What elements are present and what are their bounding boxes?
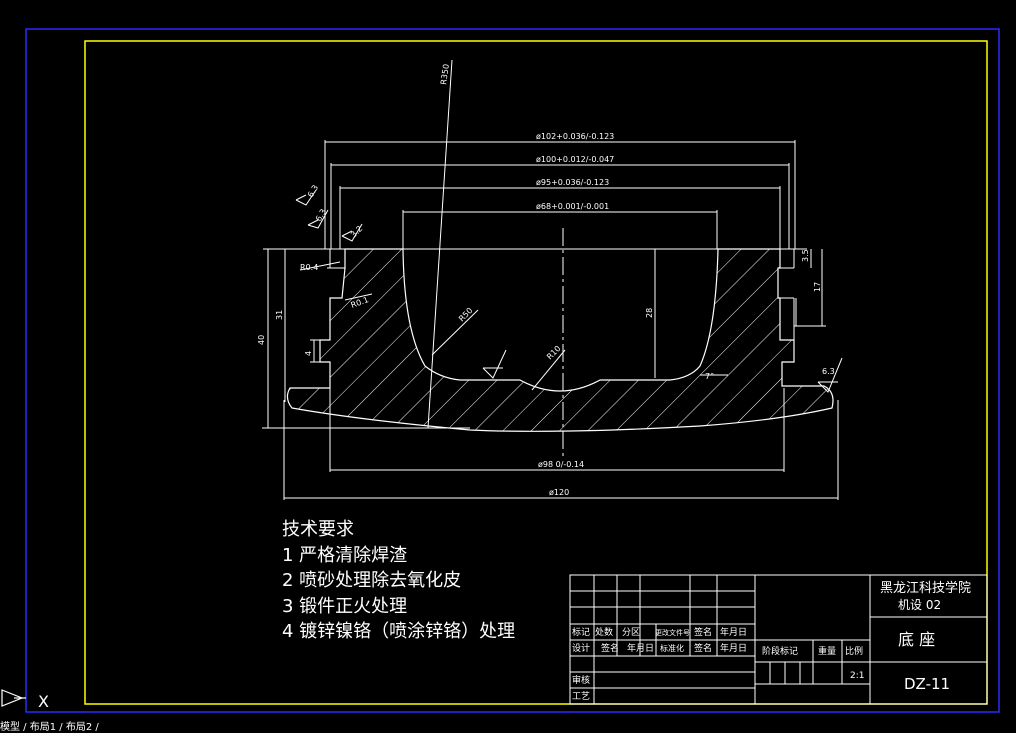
dim-d102: ø102+0.036/-0.123: [536, 132, 614, 141]
title-block-text: 黑龙江科技学院 机设 02 底 座 DZ-11 2:1 阶段标记 重量 比例 标…: [572, 580, 971, 702]
layout-tabs[interactable]: 模型 / 布局1 / 布局2 /: [0, 722, 99, 733]
ucs-icon[interactable]: [1, 689, 26, 707]
row2-col6: 年月日: [720, 642, 747, 654]
dim-r350: R350: [439, 63, 451, 85]
row1-col3: 分区: [622, 627, 640, 638]
row2-col1: 设计: [572, 642, 590, 654]
rough-label-c: 3.2: [349, 224, 364, 239]
row2-col5: 签名: [694, 642, 712, 654]
row1-col1: 标记: [572, 626, 590, 638]
dim-angle7: 7°: [705, 372, 714, 381]
row2-col4: 标准化: [660, 643, 684, 653]
dim-h31: 31: [275, 310, 284, 320]
process-label: 工艺: [572, 691, 590, 702]
row1-col2: 处数: [595, 626, 613, 638]
school-name: 黑龙江科技学院: [880, 580, 971, 596]
dim-r10: R10: [545, 344, 563, 362]
section-hatch: [286, 248, 834, 432]
row1-col4: 更改文件号: [655, 628, 690, 637]
tech-item-1: 1 严格清除焊渣: [282, 544, 408, 566]
review-label: 审核: [572, 674, 590, 686]
tech-title: 技术要求: [282, 519, 354, 540]
roughness-symbols: [295, 189, 843, 393]
dim-d120: ø120: [549, 488, 569, 497]
dimension-lines: [262, 59, 839, 500]
dim-h28: 28: [645, 308, 654, 318]
dim-h17: 17: [813, 282, 822, 292]
inner-frame: [84, 40, 988, 705]
dim-d68: ø68+0.001/-0.001: [536, 202, 609, 211]
dim-h4: 4: [304, 351, 313, 356]
row1-col6: 年月日: [720, 626, 747, 638]
tech-item-2: 2 喷砂处理除去氧化皮: [282, 570, 462, 591]
class-name: 机设 02: [898, 598, 941, 612]
tech-item-3: 3 锻件正火处理: [282, 595, 408, 617]
rough-label-a: 6.3: [306, 183, 320, 199]
tech-item-4: 4 镀锌镍铬（喷涂锌铬）处理: [282, 621, 516, 642]
dim-r04: R0.4: [300, 263, 318, 272]
ucs-x-label: X: [38, 692, 49, 711]
part-outline: [263, 228, 807, 460]
dim-d98: ø98 0/-0.14: [538, 460, 584, 469]
outer-frame: [25, 28, 1000, 713]
dim-r50: R50: [457, 306, 475, 324]
weight-label: 重量: [818, 645, 836, 657]
scale-label: 比例: [845, 645, 863, 657]
row2-col3: 年月日: [627, 642, 654, 654]
dim-h40: 40: [257, 335, 266, 345]
stage-label: 阶段标记: [762, 645, 798, 657]
rough-label-b: 6.3: [314, 207, 328, 223]
row2-col2: 签名: [601, 642, 619, 654]
dim-d100: ø100+0.012/-0.047: [536, 155, 614, 164]
rough-label-d: 6.3: [822, 367, 835, 376]
dim-h35: 3.5: [801, 249, 810, 262]
drawing-number: DZ-11: [904, 675, 950, 693]
scale-value: 2:1: [850, 671, 864, 681]
title-block-grid: [569, 574, 988, 705]
part-name: 底 座: [898, 630, 935, 649]
row1-col5: 签名: [694, 626, 712, 638]
tech-requirements: 技术要求 1 严格清除焊渣 2 喷砂处理除去氧化皮 3 锻件正火处理 4 镀锌镍…: [282, 517, 515, 645]
dim-d95: ø95+0.036/-0.123: [536, 178, 609, 187]
